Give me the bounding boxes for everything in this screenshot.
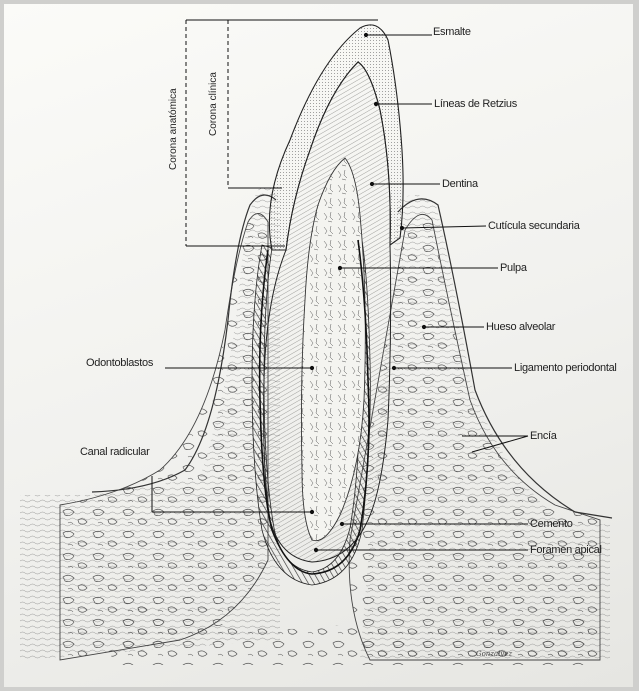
label-foramen-apical: Foramen apical <box>530 544 602 556</box>
label-cuticula-secundaria: Cutícula secundaria <box>488 220 580 232</box>
alveolar-bone-left <box>60 214 268 661</box>
label-odontoblastos: Odontoblastos <box>86 357 153 369</box>
label-esmalte: Esmalte <box>433 26 471 38</box>
label-cemento: Cemento <box>530 518 573 530</box>
label-lineas-retzius: Líneas de Retzius <box>434 98 517 110</box>
label-corona-clinica: Corona clínica <box>208 72 219 136</box>
label-pulpa: Pulpa <box>500 262 527 274</box>
label-canal-radicular: Canal radicular <box>80 446 149 458</box>
label-ligamento-periodontal: Ligamento periodontal <box>514 362 617 374</box>
label-dentina: Dentina <box>442 178 478 190</box>
artist-signature: Gonzalvez <box>476 650 512 658</box>
label-encia: Encía <box>530 430 557 442</box>
label-corona-anatomica: Corona anatómica <box>168 88 179 170</box>
label-hueso-alveolar: Hueso alveolar <box>486 321 555 333</box>
